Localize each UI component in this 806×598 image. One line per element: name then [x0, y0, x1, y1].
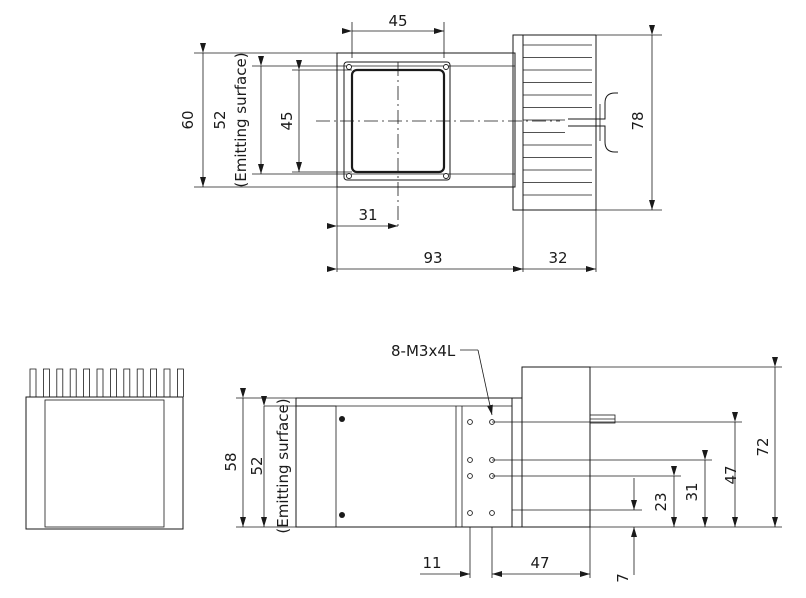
dim-side-hole-23: 23 — [652, 492, 670, 511]
dim-side-bottom: 7 — [614, 573, 632, 583]
dim-top-height-outer: 60 — [179, 110, 197, 129]
dim-top-height-emit: 52 — [211, 110, 229, 129]
thread-hole — [467, 457, 473, 463]
dim-side-hole-31: 31 — [683, 482, 701, 501]
heatsink-base — [512, 34, 524, 211]
dim-top-height-inner: 45 — [278, 111, 296, 130]
end-view — [25, 368, 184, 530]
end-view-fins — [29, 368, 184, 397]
end-view-face — [44, 399, 165, 528]
thread-holes — [467, 419, 495, 516]
dim-side-total-height: 72 — [754, 437, 772, 456]
top-body-outline — [336, 52, 516, 188]
dim-side-holes-offset: 11 — [422, 554, 441, 572]
dim-top-heatsink-length: 32 — [548, 249, 567, 267]
thread-hole — [467, 473, 473, 479]
dim-top-center: 31 — [358, 206, 377, 224]
dim-top-width: 45 — [388, 12, 407, 30]
thread-hole — [467, 419, 473, 425]
side-view: 8-M3x4L 58 52 (Emitting surface) 11 47 7 — [222, 342, 782, 583]
emit-label-top: (Emitting surface) — [232, 52, 250, 187]
heatsink-fins — [523, 44, 592, 196]
dim-top-body-length: 93 — [423, 249, 442, 267]
dim-side-height-emit: 52 — [248, 456, 266, 475]
cable-outline — [568, 92, 618, 153]
top-view: 45 60 52 (Emitting surface) 45 31 93 32 … — [179, 12, 662, 272]
emit-label-side: (Emitting surface) — [274, 398, 292, 533]
side-heatsink — [521, 366, 591, 528]
dim-top-heatsink-height: 78 — [629, 111, 647, 130]
dim-side-holes-to-end: 47 — [530, 554, 549, 572]
end-view-body — [25, 396, 184, 530]
thread-hole — [489, 510, 495, 516]
dim-side-hole-47: 47 — [722, 465, 740, 484]
side-body-outline — [295, 397, 513, 528]
thread-hole — [467, 510, 473, 516]
dim-side-height-outer: 58 — [222, 452, 240, 471]
thread-callout: 8-M3x4L — [391, 342, 456, 360]
